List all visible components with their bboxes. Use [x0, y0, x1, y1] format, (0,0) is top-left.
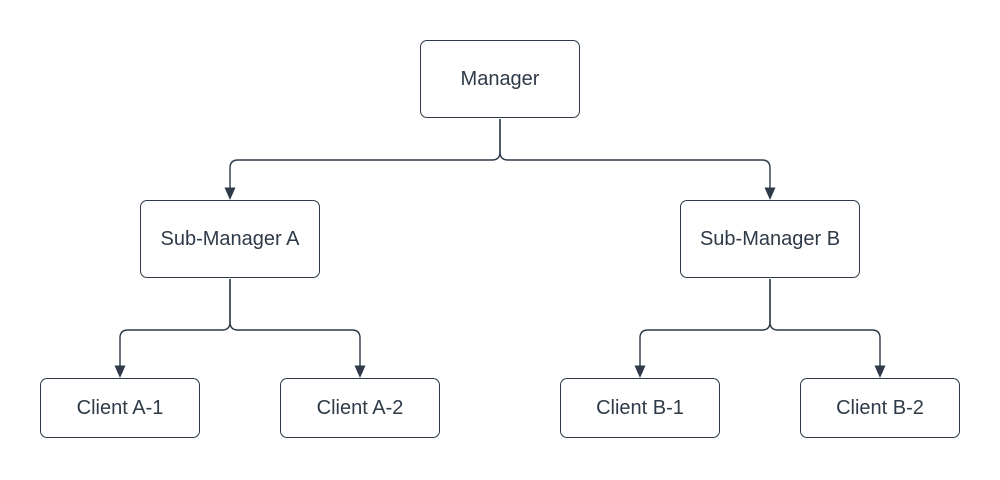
arrowhead-icon — [224, 187, 236, 200]
edge-manager-to-sub-manager-b[interactable] — [499, 119, 771, 188]
edge-sub-manager-b-to-client-b1[interactable] — [639, 279, 771, 366]
node-client-a1[interactable]: Client A-1 — [40, 378, 200, 438]
edge-sub-manager-a-to-client-a2[interactable] — [229, 279, 361, 366]
node-client-b1[interactable]: Client B-1 — [560, 378, 720, 438]
node-sub-manager-b[interactable]: Sub-Manager B — [680, 200, 860, 278]
arrowhead-icon — [874, 365, 886, 378]
node-sub-manager-a[interactable]: Sub-Manager A — [140, 200, 320, 278]
edge-sub-manager-a-to-client-a1[interactable] — [119, 279, 231, 366]
arrowhead-icon — [764, 187, 776, 200]
node-client-a2[interactable]: Client A-2 — [280, 378, 440, 438]
node-manager[interactable]: Manager — [420, 40, 580, 118]
node-client-b2[interactable]: Client B-2 — [800, 378, 960, 438]
edge-manager-to-sub-manager-a[interactable] — [229, 119, 501, 188]
arrowhead-icon — [114, 365, 126, 378]
edge-sub-manager-b-to-client-b2[interactable] — [769, 279, 881, 366]
arrowhead-icon — [354, 365, 366, 378]
arrowhead-icon — [634, 365, 646, 378]
